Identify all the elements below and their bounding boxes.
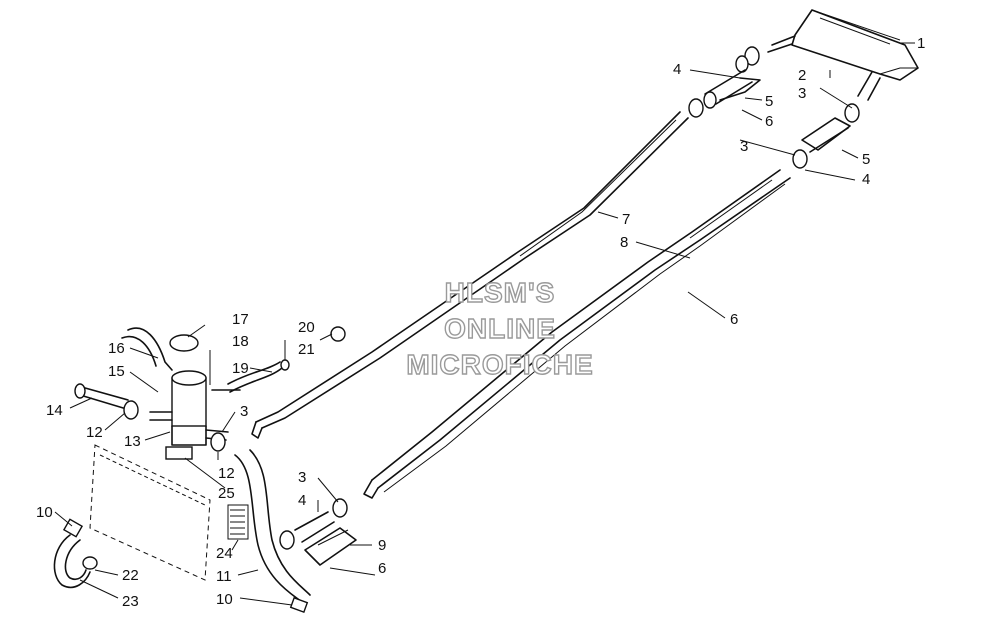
short-hose-left	[74, 383, 139, 420]
callout-4-lower: 4	[298, 492, 306, 509]
callout-3-lower: 3	[298, 469, 306, 486]
callout-7: 7	[622, 211, 630, 228]
watermark-line-3: MICROFICHE	[406, 349, 593, 380]
callout-3-upper: 3	[798, 85, 806, 102]
callout-15: 15	[108, 363, 125, 380]
callout-17: 17	[232, 311, 249, 328]
callout-11: 11	[216, 568, 232, 585]
callout-12-left: 12	[86, 424, 103, 441]
chassis-outline	[89, 444, 211, 581]
callout-6-upper: 6	[765, 113, 773, 130]
callout-4-upper: 4	[673, 61, 681, 78]
callout-2: 2	[798, 67, 806, 84]
spring-part	[227, 504, 249, 540]
small-hose-lower-left	[53, 518, 98, 589]
coolant-reservoir	[121, 326, 346, 460]
callout-5-upper: 5	[765, 93, 773, 110]
callout-21: 21	[298, 341, 315, 358]
long-tube-lower	[363, 169, 791, 499]
lower-hose	[234, 449, 311, 613]
callout-10-left: 10	[36, 504, 53, 521]
callout-23: 23	[122, 593, 139, 610]
callout-22: 22	[122, 567, 139, 584]
callout-20: 20	[298, 319, 315, 336]
callout-19: 19	[232, 360, 249, 377]
callout-13: 13	[124, 433, 141, 450]
callout-labels: 1 2 3 4 5 6 3 5 4 7 8 6 17 16 18 20 21 1…	[36, 35, 925, 610]
callout-16: 16	[108, 340, 125, 357]
callout-8: 8	[620, 234, 628, 251]
upper-coupler-hoses	[688, 46, 860, 169]
watermark-line-1: HLSM'S	[445, 277, 556, 308]
callout-3-mid: 3	[740, 138, 748, 155]
callout-6-mid: 6	[730, 311, 738, 328]
callout-12-right: 12	[218, 465, 235, 482]
callout-9: 9	[378, 537, 386, 554]
callout-6-lower: 6	[378, 560, 386, 577]
watermark-line-2: ONLINE	[444, 313, 556, 344]
callout-18: 18	[232, 333, 249, 350]
watermark: HLSM'S ONLINE MICROFICHE	[406, 276, 594, 380]
callout-1: 1	[917, 35, 925, 52]
callout-3-reservoir: 3	[240, 403, 248, 420]
lower-coupler-hoses	[279, 498, 357, 566]
callout-10-right: 10	[216, 591, 233, 608]
callout-24: 24	[216, 545, 233, 562]
callout-5-mid: 5	[862, 151, 870, 168]
leader-lines	[54, 42, 915, 606]
long-tube-upper	[251, 111, 689, 439]
callout-4-mid: 4	[862, 171, 870, 188]
callout-14: 14	[46, 402, 63, 419]
heat-exchanger-part	[767, 9, 919, 101]
callout-25: 25	[218, 485, 235, 502]
